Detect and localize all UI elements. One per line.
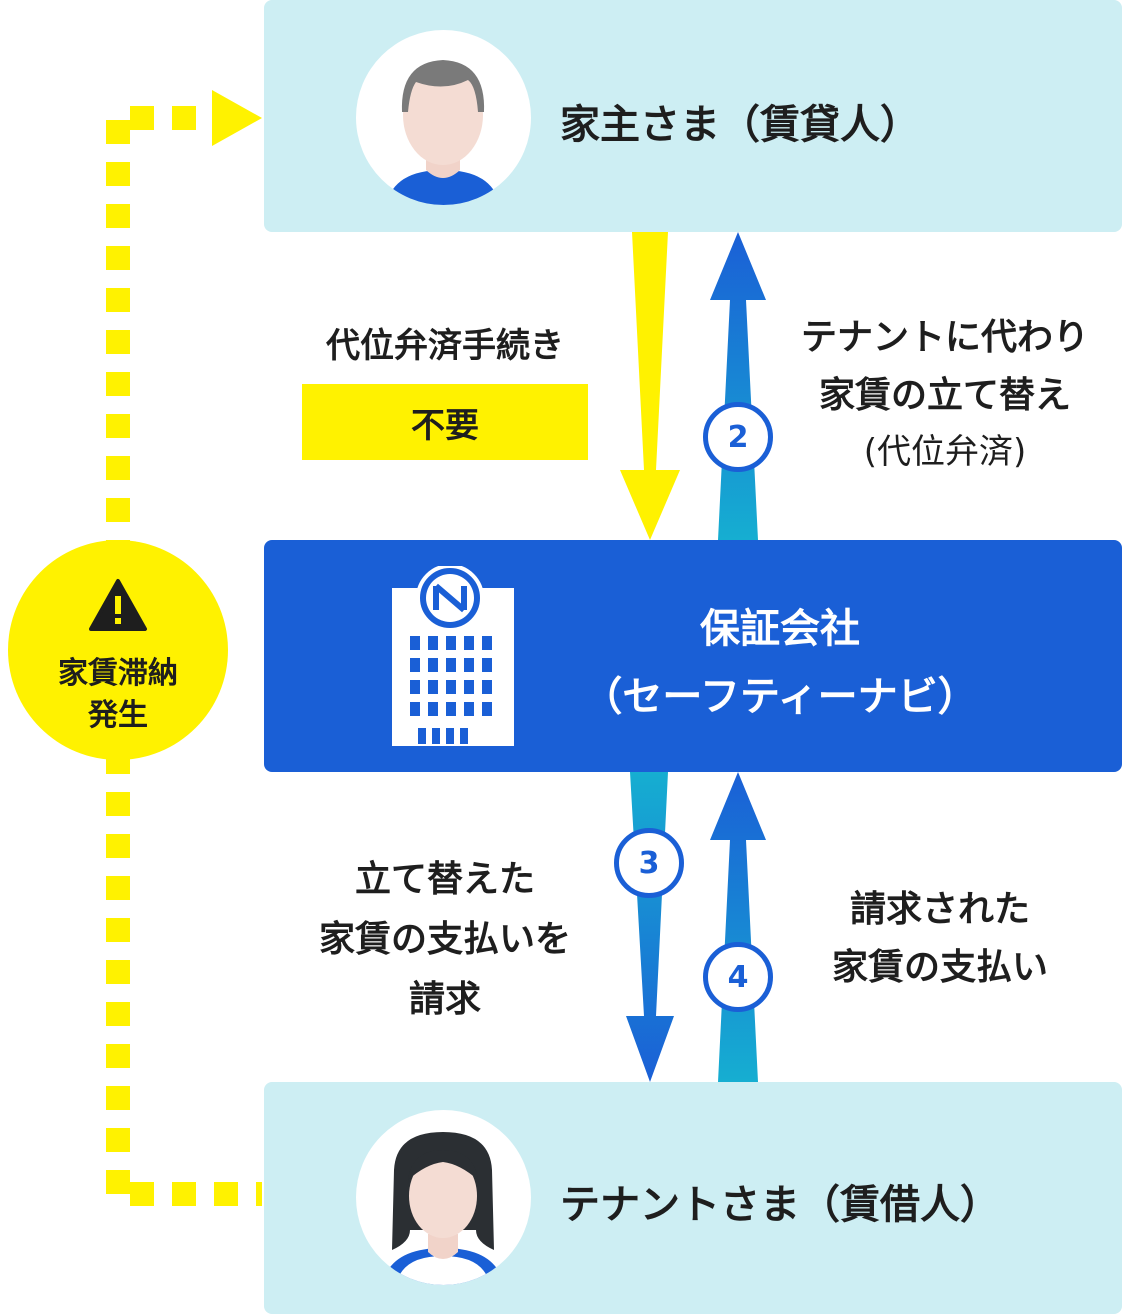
step4-text-line2: 家賃の支払い bbox=[831, 947, 1048, 988]
arrow-yellow-down bbox=[620, 232, 680, 540]
not-required-badge: 不要 bbox=[302, 384, 588, 460]
company-building-icon bbox=[392, 566, 514, 746]
tenant-avatar-icon bbox=[356, 1110, 531, 1285]
landlord-title: 家主さま（賃貸人） bbox=[560, 102, 920, 148]
step3-text-line3: 請求 bbox=[408, 979, 481, 1020]
landlord-avatar-icon bbox=[356, 30, 531, 205]
tenant-title: テナントさま（賃借人） bbox=[560, 1182, 1000, 1228]
step4-text-line1: 請求された bbox=[849, 889, 1030, 930]
not-required-label: 不要 bbox=[411, 405, 479, 446]
step2-text-line2: 家賃の立て替え bbox=[818, 375, 1071, 416]
step-2-badge: 2 bbox=[703, 402, 773, 472]
arrow-step4-up bbox=[710, 772, 766, 1082]
step3-text-line2: 家賃の支払いを bbox=[318, 919, 571, 960]
arrow-step2-up bbox=[710, 232, 766, 540]
company-line1: 保証会社 bbox=[700, 606, 860, 652]
arrow-step3-down bbox=[626, 772, 674, 1082]
alert-line1: 家賃滞納 bbox=[58, 656, 178, 691]
warning-icon bbox=[89, 579, 147, 631]
company-line2: （セーフティーナビ） bbox=[582, 674, 978, 720]
subrogation-procedure-label: 代位弁済手続き bbox=[326, 326, 564, 366]
dotted-arrowhead bbox=[212, 90, 262, 146]
step2-text-line3: (代位弁済) bbox=[863, 432, 1027, 472]
step-4-badge: 4 bbox=[703, 942, 773, 1012]
alert-circle: 家賃滞納 発生 bbox=[8, 540, 228, 760]
step-3-badge: 3 bbox=[614, 828, 684, 898]
alert-line2: 発生 bbox=[88, 698, 148, 733]
step3-text-line1: 立て替えた bbox=[354, 859, 535, 900]
dotted-path bbox=[106, 90, 262, 1206]
step2-text-line1: テナントに代わり bbox=[800, 317, 1089, 358]
